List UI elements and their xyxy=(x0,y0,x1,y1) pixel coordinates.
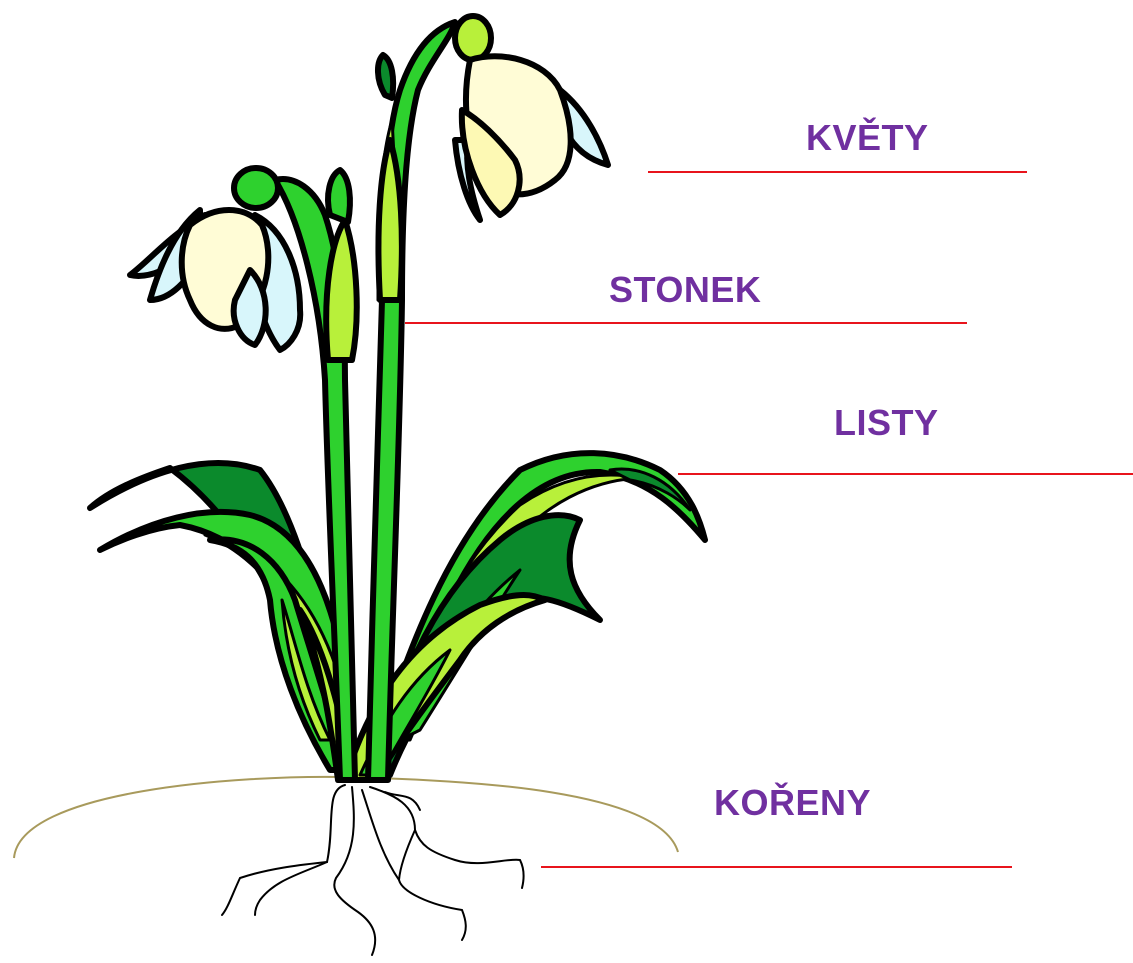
stem-right-sheath xyxy=(378,140,401,300)
soil-line xyxy=(14,777,678,858)
label-roots: KOŘENY xyxy=(714,785,871,821)
stem-left-bud xyxy=(328,170,350,222)
label-flowers: KVĚTY xyxy=(806,120,929,156)
label-leaves: LISTY xyxy=(834,405,939,441)
roots xyxy=(222,785,524,955)
bud-right-tip xyxy=(378,55,393,98)
flower-right-ovary xyxy=(455,16,491,60)
flower-right xyxy=(455,16,608,220)
flower-left xyxy=(130,168,300,350)
label-stem: STONEK xyxy=(609,272,761,308)
flower-left-ovary xyxy=(234,168,278,208)
